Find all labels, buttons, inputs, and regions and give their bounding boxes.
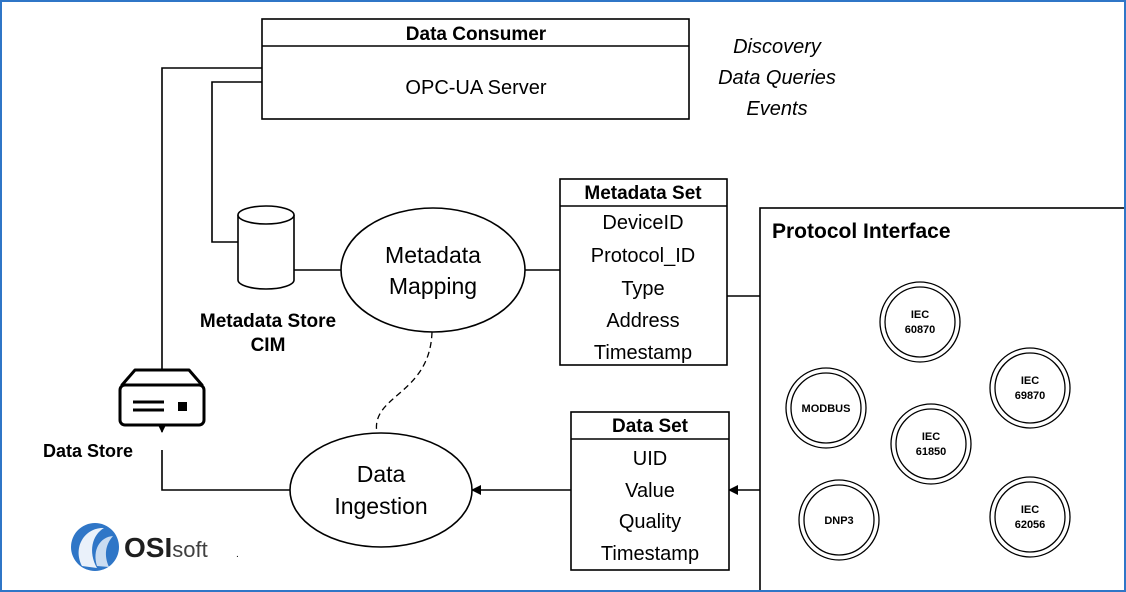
data-store-server-icon bbox=[118, 368, 206, 427]
consumer-to-metadata-store-line bbox=[211, 81, 262, 243]
metadata-mapping-line2: Mapping bbox=[389, 273, 477, 299]
mapping-ingestion-dashed-link bbox=[375, 331, 433, 434]
metadata-field: Timestamp bbox=[594, 342, 692, 364]
metadata-field: DeviceID bbox=[602, 212, 683, 234]
osisoft-wordmark: OSIsoft bbox=[124, 532, 208, 563]
metadata-mapping-line1: Metadata bbox=[385, 242, 481, 268]
function-discovery: Discovery bbox=[733, 36, 822, 58]
metadata-set-box: Metadata Set DeviceID Protocol_ID Type A… bbox=[559, 178, 728, 366]
data-consumer-title: Data Consumer bbox=[406, 24, 547, 45]
protocol-iec-60870: IEC 60870 bbox=[879, 281, 961, 363]
svg-text:62056: 62056 bbox=[1015, 519, 1046, 531]
svg-text:MODBUS: MODBUS bbox=[802, 403, 851, 415]
data-store-label: Data Store bbox=[43, 441, 133, 461]
svg-text:DNP3: DNP3 bbox=[824, 515, 853, 527]
ingestion-to-datastore-line bbox=[161, 450, 290, 491]
svg-text:61850: 61850 bbox=[916, 446, 947, 458]
metadata-field: Type bbox=[621, 278, 664, 300]
metadata-store-sublabel: CIM bbox=[251, 335, 286, 356]
consumer-functions: Discovery Data Queries Events bbox=[718, 36, 836, 120]
data-consumer-box: Data Consumer OPC-UA Server bbox=[261, 18, 690, 120]
function-events: Events bbox=[746, 98, 807, 120]
metadata-set-title: Metadata Set bbox=[584, 183, 702, 204]
function-data-queries: Data Queries bbox=[718, 67, 836, 89]
metadata-store-label: Metadata Store bbox=[200, 311, 336, 332]
protocol-iec-62056: IEC 62056 bbox=[989, 476, 1071, 558]
protocol-modbus: MODBUS bbox=[785, 367, 867, 449]
protocol-dnp3: DNP3 bbox=[798, 479, 880, 561]
data-set-field: Timestamp bbox=[601, 543, 699, 565]
osisoft-logo: OSIsoft . bbox=[71, 523, 239, 571]
data-ingestion-line1: Data bbox=[357, 461, 406, 487]
svg-text:IEC: IEC bbox=[911, 309, 929, 321]
svg-text:60870: 60870 bbox=[905, 324, 936, 336]
data-set-field: Quality bbox=[619, 511, 681, 533]
metadata-mapping-ellipse: Metadata Mapping bbox=[340, 207, 526, 333]
protocol-iec-61850: IEC 61850 bbox=[890, 403, 972, 485]
metadata-field: Address bbox=[606, 310, 679, 332]
data-ingestion-ellipse: Data Ingestion bbox=[289, 432, 473, 548]
data-set-box: Data Set UID Value Quality Timestamp bbox=[570, 411, 730, 571]
data-consumer-subtitle: OPC-UA Server bbox=[405, 77, 546, 99]
svg-text:.: . bbox=[236, 549, 239, 560]
protocol-interface-title: Protocol Interface bbox=[772, 220, 951, 243]
svg-text:IEC: IEC bbox=[1021, 504, 1039, 516]
data-ingestion-line2: Ingestion bbox=[334, 493, 427, 519]
svg-text:69870: 69870 bbox=[1015, 390, 1046, 402]
svg-text:IEC: IEC bbox=[1021, 375, 1039, 387]
data-set-title: Data Set bbox=[612, 416, 689, 437]
metadata-store-cylinder-icon bbox=[237, 205, 295, 290]
connectors bbox=[157, 67, 760, 495]
svg-text:IEC: IEC bbox=[922, 431, 940, 443]
protocol-iec-69870: IEC 69870 bbox=[989, 347, 1071, 429]
datastore-to-consumer-line bbox=[157, 67, 262, 433]
metadata-field: Protocol_ID bbox=[591, 245, 696, 267]
protocol-circles: IEC 60870 IEC 69870 MODBUS IEC 61850 DNP… bbox=[785, 281, 1071, 561]
data-set-field: UID bbox=[633, 448, 667, 470]
data-set-field: Value bbox=[625, 480, 675, 502]
